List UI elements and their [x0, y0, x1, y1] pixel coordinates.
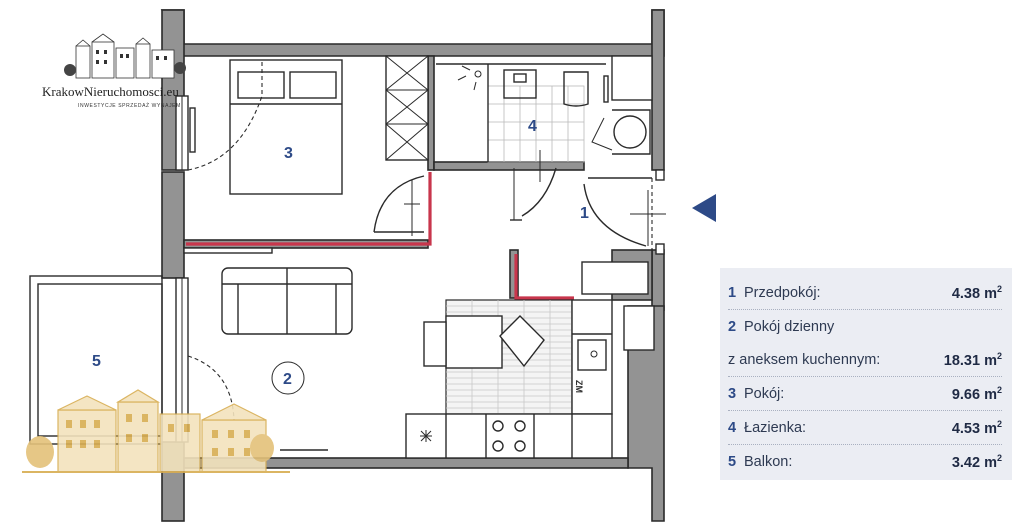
legend-row-2: 2 Pokój dzienny — [728, 310, 1002, 343]
bedroom — [175, 55, 429, 236]
brand-tagline: INWESTYCJE SPRZEDAŻ WYNAJEM — [78, 102, 181, 109]
chair-left — [423, 321, 447, 367]
legend-label-line2: z aneksem kuchennym: — [728, 351, 881, 368]
room-number-2: 2 — [283, 371, 292, 388]
legend-area: 4.53 m2 — [951, 418, 1002, 437]
dining-table — [445, 315, 503, 369]
kitchen-counter: ZM — [405, 299, 613, 459]
room-number-1: 1 — [580, 205, 589, 222]
room-2-circle — [271, 361, 305, 395]
pillow-right — [289, 71, 337, 99]
legend-area: 4.38 m2 — [951, 283, 1002, 302]
legend-row-4: 4 Łazienka: 4.53 m2 — [728, 411, 1002, 445]
entrance-hall — [581, 169, 716, 351]
brand-name: KrakowNieruchomosci.eu — [42, 84, 179, 99]
legend-number: 1 — [728, 284, 737, 301]
wardrobe — [385, 55, 429, 161]
legend-label: Przedpokój: — [744, 284, 821, 301]
legend-row-1: 1 Przedpokój: 4.38 m2 — [728, 276, 1002, 310]
room-number-5: 5 — [92, 353, 101, 370]
legend-label: Łazienka: — [744, 419, 807, 436]
legend-row-3: 3 Pokój: 9.66 m2 — [728, 377, 1002, 411]
toilet — [563, 71, 589, 107]
legend-label: Pokój dzienny — [744, 318, 835, 335]
room-number-4: 4 — [528, 118, 537, 135]
legend-area: 3.42 m2 — [951, 452, 1002, 471]
brand-logo: KrakowNieruchomosci.eu INWESTYCJE SPRZED… — [42, 33, 186, 109]
washing-machine — [612, 109, 651, 155]
legend-row-2-continued: z aneksem kuchennym: 18.31 m2 — [728, 343, 1002, 377]
sofa — [221, 267, 353, 335]
chair-right — [499, 315, 545, 368]
legend-label: Pokój: — [744, 385, 785, 402]
legend-area: 9.66 m2 — [951, 384, 1002, 403]
bathroom — [436, 55, 653, 221]
legend-area: 18.31 m2 — [943, 350, 1002, 369]
watermark-buildings — [22, 389, 290, 473]
room-number-3: 3 — [284, 145, 293, 162]
bathroom-sink — [503, 69, 537, 99]
entrance-arrow-icon — [692, 194, 716, 222]
new-partitions — [186, 172, 574, 300]
fridge-label: ZM — [574, 380, 584, 393]
room-area-legend: 1 Przedpokój: 4.38 m2 2 Pokój dzienny z … — [720, 268, 1012, 480]
legend-number: 5 — [728, 453, 737, 470]
living-room: ZM — [175, 247, 613, 459]
legend-label: Balkon: — [744, 453, 793, 470]
legend-row-5: 5 Balkon: 3.42 m2 — [728, 445, 1002, 478]
legend-number: 2 — [728, 318, 737, 335]
bed — [229, 59, 343, 195]
legend-number: 4 — [728, 419, 737, 436]
legend-number: 3 — [728, 385, 737, 402]
